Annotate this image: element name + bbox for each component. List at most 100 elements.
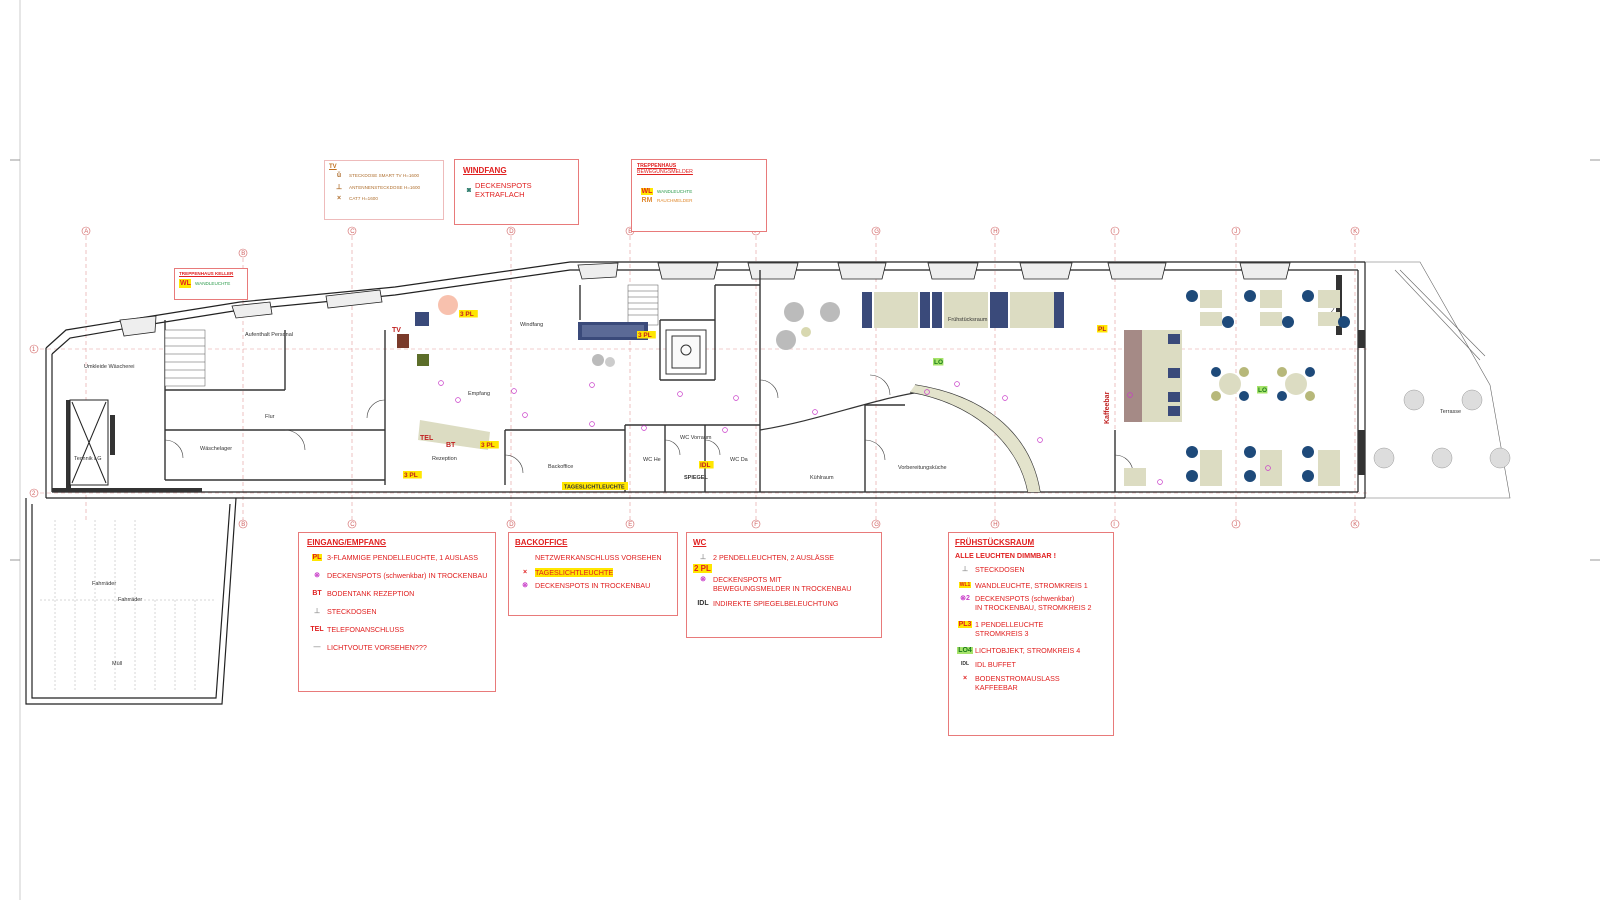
axis-label-2: 2 [32, 491, 36, 497]
buffet-counter [910, 385, 1040, 492]
tv-socket-icon: ǔ [336, 172, 342, 179]
legend-keller-title: TREPPENHAUS KELLER [179, 271, 234, 276]
room-label-aufenthalt: Aufenthalt Personal [245, 332, 293, 338]
socket-icon: ⊥ [313, 608, 321, 615]
axis-label-k: K [1353, 229, 1357, 235]
legend-treppenhaus-item-2: RAUCHMELDER [657, 198, 693, 203]
ceiling-spot-flat-icon: ◙ [466, 186, 472, 194]
room-label-tel: TEL [420, 435, 434, 442]
legend-eingang-item-2: DECKENSPOTS (schwenkbar) IN TROCKENBAU [327, 571, 488, 580]
legend-wc-item-4: INDIREKTE SPIEGELBELEUCHTUNG [713, 599, 839, 608]
kaffeebar-counter [1124, 330, 1142, 422]
curved-wall [759, 384, 1041, 493]
stair-keller [164, 329, 206, 387]
axis-label-a: A [84, 229, 88, 235]
room-label-fahrraeder: Fahrräder [92, 581, 116, 587]
legend-eingang-item-5: TELEFONANSCHLUSS [327, 625, 405, 634]
stair-treppenhaus [627, 284, 659, 326]
room-label-flur: Flur [265, 414, 275, 420]
light-object-icon: LO4 [957, 647, 973, 654]
room-label-tv: TV [392, 327, 401, 334]
socket-icon: ⊥ [961, 566, 969, 573]
legend-fruehstueck-item-5: LICHTOBJEKT, STROMKREIS 4 [975, 646, 1081, 655]
cat7-icon: × [336, 195, 342, 202]
axis-label-g: G [874, 229, 879, 235]
ceiling-spots [438, 380, 1271, 485]
axis-label-bottom-h: H [993, 522, 997, 528]
room-label-muell: Müll [112, 661, 122, 667]
legend-windfang-item-line1: DECKENSPOTS [475, 181, 532, 190]
pendant-light-icon: PL [311, 554, 323, 561]
room-label-umkleide: Umkleide Wäscherei [84, 364, 134, 370]
axis-label-1: 1 [32, 347, 36, 353]
room-label-windfang: Windfang [520, 322, 543, 328]
legend-eingang-item-1: 3-FLAMMIGE PENDELLEUCHTE, 1 AUSLASS [327, 553, 478, 562]
plan-symbol-badge: LO [1257, 386, 1268, 394]
axis-label-bottom-e: E [628, 522, 632, 528]
phone-icon: TEL [310, 626, 324, 633]
lounge-chairs [592, 302, 840, 367]
daylight-lamp-highlight [562, 482, 628, 490]
legend-tv-title: TV [329, 164, 337, 170]
legend-wc: WC ⊥2 PENDELLEUCHTEN, 2 AUSLÄSSE 2 PL ⊗D… [686, 532, 882, 638]
axis-label-bottom-j: J [1234, 522, 1237, 528]
axis-label-bottom-i: I [1113, 522, 1115, 528]
terrace-tables [1373, 389, 1511, 469]
legend-treppenhaus-item-1: WANDLEUCHTE [657, 189, 693, 194]
buffet-light-icon: IDL [960, 661, 970, 667]
pendant-light-2pl-icon: 2 PL [693, 564, 712, 573]
legend-eingang-item-4: STECKDOSEN [327, 607, 377, 616]
axis-label-j: J [1234, 229, 1237, 235]
legend-tv-item-3: CAT7 H=1600 [349, 196, 378, 201]
plan-symbol-badge: 3 PL [459, 310, 478, 318]
room-label-empfang: Empfang [468, 391, 490, 397]
technik-room [69, 399, 109, 486]
room-label-rezeption: Rezeption [432, 456, 457, 462]
legend-fruehstueck-item-7a: BODENSTROMAUSLASS [975, 674, 1060, 683]
room-label-wc-he: WC He [643, 457, 661, 463]
plan-symbol-text: 3 PL [481, 442, 495, 449]
axis-label-c: C [350, 229, 355, 235]
room-label-tageslicht: TAGESLICHTLEUCHTE [564, 485, 625, 491]
legend-backoffice-item-1: NETZWERKANSCHLUSS VORSEHEN [535, 553, 662, 562]
smoke-detector-icon: RM [641, 197, 653, 204]
legend-fruehstueck-item-3b: IN TROCKENBAU, STROMKREIS 2 [975, 603, 1092, 612]
legend-fruehstueck-item-3a: DECKENSPOTS (schwenkbar) [975, 594, 1075, 603]
plan-symbol-text: IDL [700, 462, 711, 469]
mirror-light-icon: IDL [697, 600, 709, 607]
room-label-backoffice: Backoffice [548, 464, 573, 470]
antenna-socket-icon: ⊥ [335, 184, 343, 191]
dining-tables-bottom [1124, 446, 1340, 486]
ceiling-spot-icon: ⊗ [314, 572, 320, 579]
plan-symbol-text: 3 PL [638, 332, 652, 339]
terrace [1365, 261, 1511, 499]
axis-label-bottom-f: F [754, 522, 758, 528]
legend-fruehstueck-title: FRÜHSTÜCKSRAUM [955, 538, 1035, 547]
motion-spot-icon: ⊗ [700, 576, 706, 583]
room-label-terrasse: Terrasse [1440, 409, 1461, 415]
legend-fruehstueck-item-1: STECKDOSEN [975, 565, 1025, 574]
legend-keller-item: WANDLEUCHTE [195, 281, 231, 286]
wall-light-icon: WL1 [958, 582, 972, 588]
axis-label-f: F [754, 229, 758, 235]
legend-wc-item-3a: DECKENSPOTS MIT [713, 575, 782, 584]
plan-symbol-text: PL [1098, 326, 1106, 333]
legend-fruehstueck-item-6: IDL BUFFET [975, 660, 1016, 669]
legend-wc-title: WC [693, 538, 707, 547]
bicycle-stalls [40, 520, 215, 690]
room-label-spiegel: SPIEGEL [684, 475, 708, 481]
legend-windfang-title: WINDFANG [463, 166, 507, 175]
ceiling-spot-icon: ⊗2 [960, 595, 970, 602]
bench-tables [862, 292, 1064, 328]
legend-backoffice-item-3: DECKENSPOTS IN TROCKENBAU [535, 581, 651, 590]
axis-label-bottom-b: B [241, 522, 245, 528]
dining-tables-top [1186, 290, 1350, 328]
axis-label-bottom-k: K [1353, 522, 1357, 528]
axis-bubbles [29, 226, 1360, 529]
pendant-light-icon: PL3 [957, 621, 973, 628]
legend-eingang-item-3: BODENTANK REZEPTION [327, 589, 415, 598]
legend-fruehstueck: FRÜHSTÜCKSRAUM ALLE LEUCHTEN DIMMBAR ! ⊥… [948, 532, 1114, 736]
